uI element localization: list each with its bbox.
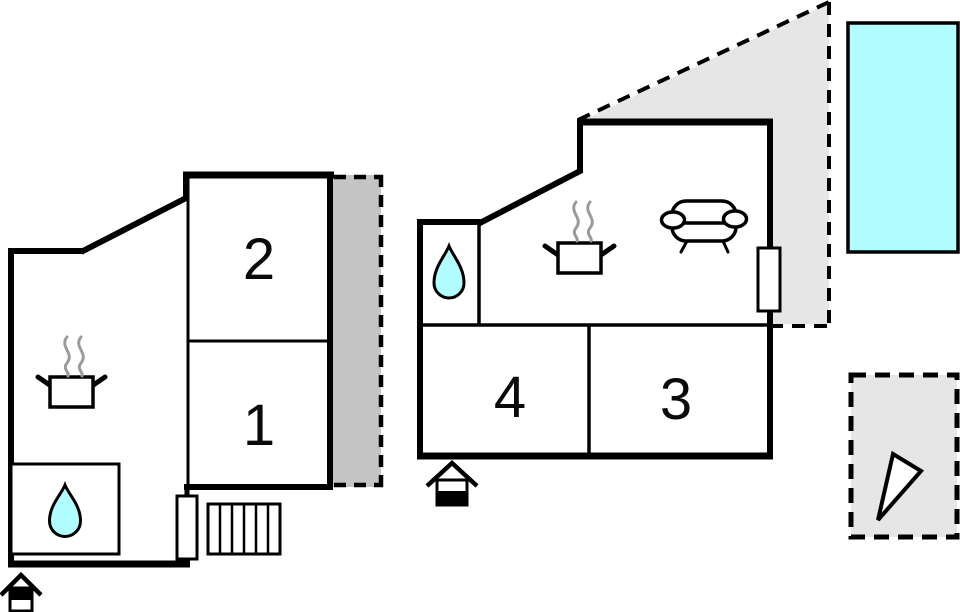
left-building-partitions (186, 177, 330, 487)
terrace-dashed-border (577, 0, 831, 328)
sofa-icon (659, 199, 749, 254)
entrance-icon-left (0, 571, 43, 612)
room-label-3: 3 (660, 367, 692, 432)
room-label-1: 1 (243, 393, 275, 458)
room-label-2: 2 (243, 227, 275, 292)
water-drop-icon (432, 241, 466, 300)
room-label-4: 4 (494, 365, 526, 430)
swimming-pool (846, 21, 960, 254)
stairs-icon (206, 502, 282, 556)
steam-icon (572, 200, 594, 243)
right-building-walls (417, 118, 773, 460)
garden-plot-dashed-border (848, 372, 960, 540)
entrance-icon-right (425, 459, 479, 507)
right-building-partitions (420, 224, 770, 456)
floor-plan-left-building: 2 1 (0, 171, 384, 612)
floor-plan-right-building: 4 3 (417, 0, 831, 507)
garden-plot-area (848, 372, 960, 540)
direction-triangle-icon (876, 450, 925, 522)
water-drop-icon (47, 480, 83, 538)
kitchen-pot-icon (35, 374, 108, 409)
door-right-building (756, 246, 782, 313)
balcony-area (333, 175, 381, 487)
door-left-building (175, 494, 199, 561)
balcony-dashed-border (334, 174, 384, 488)
steam-icon (63, 335, 85, 378)
terrace-area (580, 3, 829, 324)
kitchen-pot-icon (542, 241, 617, 275)
